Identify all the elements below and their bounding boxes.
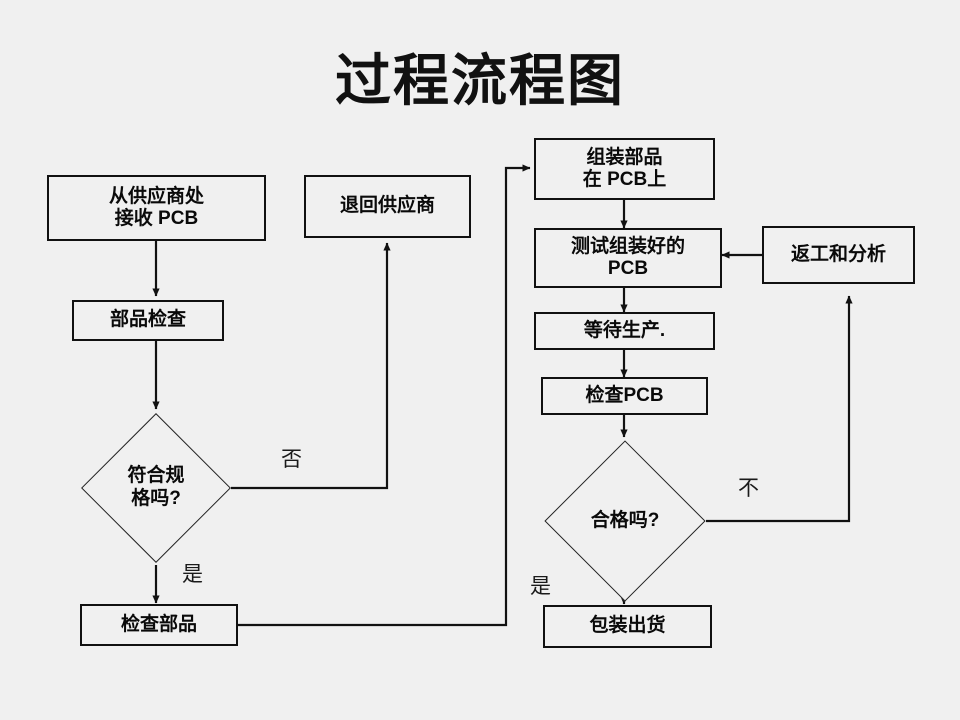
node-spec-decision-line2: 格吗?: [131, 488, 181, 509]
edge-label-spec-yes: 是: [182, 563, 203, 586]
node-return-supplier[interactable]: 退回供应商: [304, 175, 471, 238]
edge-label-pass-yes: 是: [530, 575, 551, 598]
edge-label-spec-no: 否: [281, 448, 302, 471]
node-inspect-pcb-label: 检查PCB: [585, 384, 664, 406]
node-test-assembled-line2: PCB: [607, 258, 649, 279]
node-part-inspection-label: 部品检查: [109, 309, 186, 331]
node-pass-decision-text: 合格吗?: [590, 509, 660, 531]
node-return-supplier-label: 退回供应商: [339, 195, 435, 217]
node-inspect-parts-label: 检查部品: [120, 613, 197, 635]
node-wait-production[interactable]: 等待生产.: [534, 312, 715, 350]
node-receive-pcb-line2: 接收 PCB: [114, 208, 199, 229]
node-test-assembled-line1: 测试组装好的: [570, 235, 685, 257]
node-wait-production-label: 等待生产.: [583, 319, 666, 341]
node-receive-pcb-line1: 从供应商处: [108, 185, 204, 207]
node-pass-decision-label: 合格吗?: [564, 500, 686, 542]
node-inspect-parts[interactable]: 检查部品: [80, 604, 238, 646]
node-spec-decision-label: 符合规 格吗?: [96, 455, 216, 521]
node-receive-pcb[interactable]: 从供应商处 接收 PCB: [47, 175, 266, 241]
node-spec-decision-line1: 符合规: [127, 465, 185, 487]
edge-spec-no-to-return: [231, 242, 391, 490]
node-assemble-pcb[interactable]: 组装部品 在 PCB上: [534, 138, 715, 200]
node-rework-analyze-label: 返工和分析: [790, 243, 886, 265]
edge-inspect-parts-to-assemble: [238, 164, 531, 627]
node-assemble-pcb-line2: 在 PCB上: [582, 169, 667, 190]
edge-label-pass-no: 不: [738, 477, 759, 500]
node-package-ship[interactable]: 包装出货: [543, 605, 712, 648]
node-test-assembled[interactable]: 测试组装好的 PCB: [534, 228, 722, 288]
node-rework-analyze[interactable]: 返工和分析: [762, 226, 915, 284]
edge-pass-no-to-rework: [706, 295, 853, 523]
node-package-ship-label: 包装出货: [589, 615, 666, 637]
node-part-inspection[interactable]: 部品检查: [72, 300, 224, 341]
node-inspect-pcb[interactable]: 检查PCB: [541, 377, 708, 415]
page-title: 过程流程图: [335, 49, 625, 112]
node-assemble-pcb-line1: 组装部品: [586, 146, 663, 168]
